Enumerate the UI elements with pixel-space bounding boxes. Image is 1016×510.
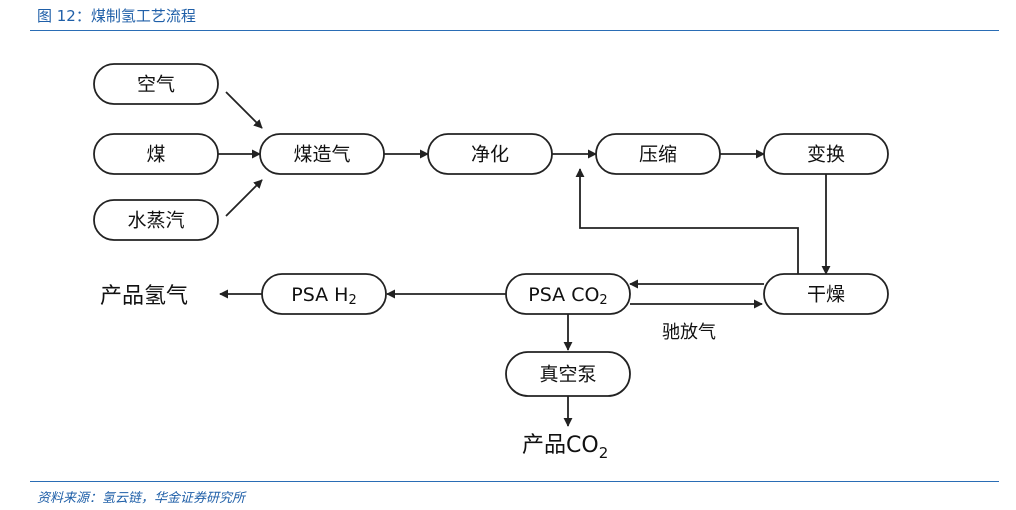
edge-dry-recycle-to-compress	[575, 168, 799, 274]
source-note: 资料来源：氢云链，华金证券研究所	[37, 491, 246, 506]
node-psa-co2: PSA CO2	[505, 273, 631, 315]
figure-title: 图 12：煤制氢工艺流程	[37, 7, 196, 25]
bottom-divider	[30, 481, 999, 482]
psa-h2-main: PSA H	[291, 284, 348, 306]
node-vacuum-pump: 真空泵	[505, 351, 631, 397]
edge-air-to-gasifier	[225, 91, 263, 129]
node-psa-h2: PSA H2	[261, 273, 387, 315]
node-compress: 压缩	[595, 133, 721, 175]
psa-co2-subscript: 2	[599, 293, 607, 308]
psa-h2-subscript: 2	[348, 293, 356, 308]
node-compress-label: 压缩	[639, 144, 677, 166]
node-coal: 煤	[93, 133, 219, 175]
node-coal-label: 煤	[146, 144, 165, 166]
node-shift: 变换	[763, 133, 889, 175]
node-purify: 净化	[427, 133, 553, 175]
node-dry-label: 干燥	[807, 284, 845, 306]
top-divider	[30, 30, 999, 31]
node-steam: 水蒸汽	[93, 199, 219, 241]
co2-product-main: 产品CO	[522, 433, 599, 458]
node-steam-label: 水蒸汽	[127, 210, 184, 232]
node-air: 空气	[93, 63, 219, 105]
output-co2-product: 产品CO2	[522, 433, 608, 462]
output-hydrogen: 产品氢气	[100, 284, 188, 309]
node-vacuum-pump-label: 真空泵	[539, 364, 596, 386]
node-purify-label: 净化	[471, 144, 509, 166]
node-air-label: 空气	[137, 74, 175, 96]
edge-steam-to-gasifier	[225, 179, 263, 217]
node-shift-label: 变换	[807, 144, 845, 166]
node-psa-h2-label: PSA H2	[291, 284, 356, 308]
psa-co2-main: PSA CO	[528, 284, 599, 306]
node-gasifier-label: 煤造气	[293, 144, 350, 166]
node-gasifier: 煤造气	[259, 133, 385, 175]
co2-product-subscript: 2	[599, 444, 609, 462]
node-dry: 干燥	[763, 273, 889, 315]
node-psa-co2-label: PSA CO2	[528, 284, 607, 308]
label-vent-gas: 驰放气	[662, 322, 716, 343]
